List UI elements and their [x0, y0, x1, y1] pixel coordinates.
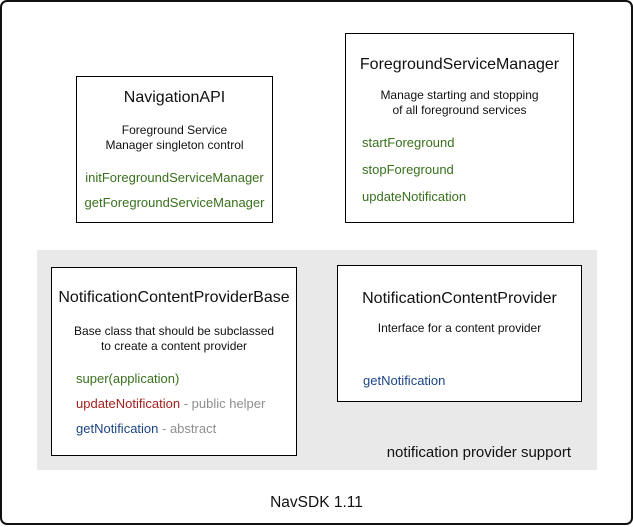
- class-description: Interface for a content provider: [338, 321, 581, 336]
- method-list: super(application) updateNotification - …: [52, 371, 296, 436]
- method-name: getNotification: [76, 421, 159, 436]
- description-line: to create a content provider: [100, 339, 248, 353]
- class-title: NavigationAPI: [123, 89, 226, 106]
- method-start-foreground: startForeground: [362, 135, 573, 150]
- method-name: updateNotification: [76, 396, 181, 411]
- method-name: initForegroundServiceManager: [85, 170, 264, 185]
- description-line: of all foreground services: [392, 103, 527, 117]
- method-name: getForegroundServiceManager: [84, 195, 265, 210]
- method-init-foreground-service-manager: initForegroundServiceManager: [77, 170, 272, 185]
- method-get-notification: getNotification - abstract: [76, 421, 296, 436]
- description-line: Base class that should be subclassed: [73, 324, 275, 338]
- class-box-notification-content-provider: NotificationContentProvider Interface fo…: [337, 265, 582, 402]
- class-box-navigation-api: NavigationAPI Foreground Service Manager…: [76, 76, 273, 223]
- description-line: Interface for a content provider: [377, 321, 542, 335]
- method-stop-foreground: stopForeground: [362, 162, 573, 177]
- method-name: getNotification: [363, 373, 446, 388]
- method-super-application: super(application): [76, 371, 296, 386]
- class-title: ForegroundServiceManager: [359, 56, 560, 73]
- sdk-version-label: NavSDK 1.11: [270, 494, 363, 511]
- method-name: updateNotification: [362, 189, 467, 204]
- method-update-notification: updateNotification: [362, 189, 573, 204]
- method-list: getNotification: [338, 373, 581, 388]
- class-box-notification-content-provider-base: NotificationContentProviderBase Base cla…: [51, 267, 297, 456]
- description-line: Foreground Service: [121, 123, 228, 137]
- method-name: startForeground: [362, 135, 455, 150]
- method-list: initForegroundServiceManager getForegrou…: [77, 170, 272, 210]
- class-description: Foreground Service Manager singleton con…: [77, 123, 272, 153]
- method-name: super(application): [76, 371, 180, 386]
- method-annotation: - public helper: [180, 396, 266, 411]
- class-description: Manage starting and stopping of all fore…: [346, 88, 573, 118]
- method-name: stopForeground: [362, 162, 454, 177]
- class-title: NotificationContentProvider: [362, 290, 557, 307]
- class-description: Base class that should be subclassed to …: [52, 324, 296, 354]
- method-get-foreground-service-manager: getForegroundServiceManager: [77, 195, 272, 210]
- method-annotation: - abstract: [158, 421, 217, 436]
- method-update-notification: updateNotification - public helper: [76, 396, 296, 411]
- method-get-notification: getNotification: [363, 373, 581, 388]
- description-line: Manager singleton control: [105, 138, 244, 152]
- method-list: startForeground stopForeground updateNot…: [346, 135, 573, 204]
- description-line: Manage starting and stopping: [380, 88, 539, 102]
- class-title: NotificationContentProviderBase: [58, 289, 290, 306]
- class-box-foreground-service-manager: ForegroundServiceManager Manage starting…: [345, 33, 574, 223]
- group-label: notification provider support: [386, 444, 571, 461]
